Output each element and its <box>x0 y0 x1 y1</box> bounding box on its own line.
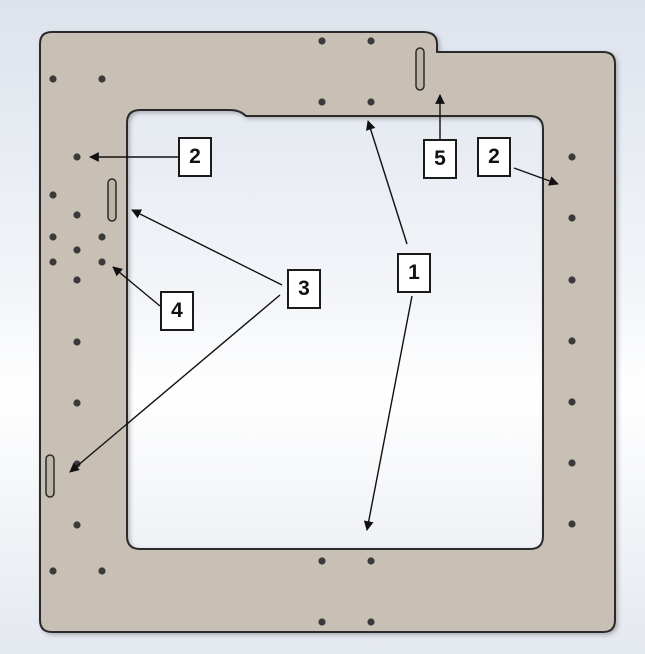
callout-2-right: 2 <box>477 137 511 177</box>
mounting-hole <box>318 618 326 626</box>
mounting-hole <box>73 338 81 346</box>
slot <box>415 47 425 91</box>
mounting-hole <box>49 258 57 266</box>
leader-line <box>131 209 283 286</box>
mounting-hole <box>98 258 106 266</box>
mounting-hole <box>98 75 106 83</box>
callout-1: 1 <box>397 253 431 293</box>
mounting-hole <box>49 567 57 575</box>
leader-line <box>365 120 408 245</box>
mounting-hole <box>568 337 576 345</box>
mounting-hole <box>367 98 375 106</box>
mounting-hole <box>49 233 57 241</box>
mounting-hole <box>568 276 576 284</box>
mounting-hole <box>49 191 57 199</box>
mounting-hole <box>318 557 326 565</box>
leader-lines <box>69 94 559 531</box>
leader-line <box>513 167 559 186</box>
callout-2-left: 2 <box>178 137 212 177</box>
slot <box>45 454 55 498</box>
callout-4: 4 <box>160 291 194 331</box>
plate-body <box>39 31 616 633</box>
mounting-hole <box>73 276 81 284</box>
mounting-hole <box>568 214 576 222</box>
mounting-holes <box>49 37 576 626</box>
slots <box>45 47 425 498</box>
mounting-hole <box>367 557 375 565</box>
mounting-hole <box>98 567 106 575</box>
mounting-hole <box>318 37 326 45</box>
callout-3: 3 <box>287 269 321 309</box>
mounting-hole <box>568 520 576 528</box>
mounting-hole <box>73 153 81 161</box>
mounting-hole <box>73 521 81 529</box>
leader-line <box>112 266 161 307</box>
mounting-hole <box>568 398 576 406</box>
mounting-hole <box>73 399 81 407</box>
mounting-hole <box>318 98 326 106</box>
mounting-hole <box>568 459 576 467</box>
mounting-hole <box>367 618 375 626</box>
mounting-hole <box>73 246 81 254</box>
mounting-hole <box>73 211 81 219</box>
callout-5: 5 <box>423 139 457 179</box>
slot <box>107 178 117 222</box>
mounting-hole <box>367 37 375 45</box>
leader-line <box>363 295 413 531</box>
leader-line <box>69 294 281 473</box>
mounting-hole <box>568 153 576 161</box>
mounting-hole <box>98 233 106 241</box>
mounting-hole <box>49 75 57 83</box>
